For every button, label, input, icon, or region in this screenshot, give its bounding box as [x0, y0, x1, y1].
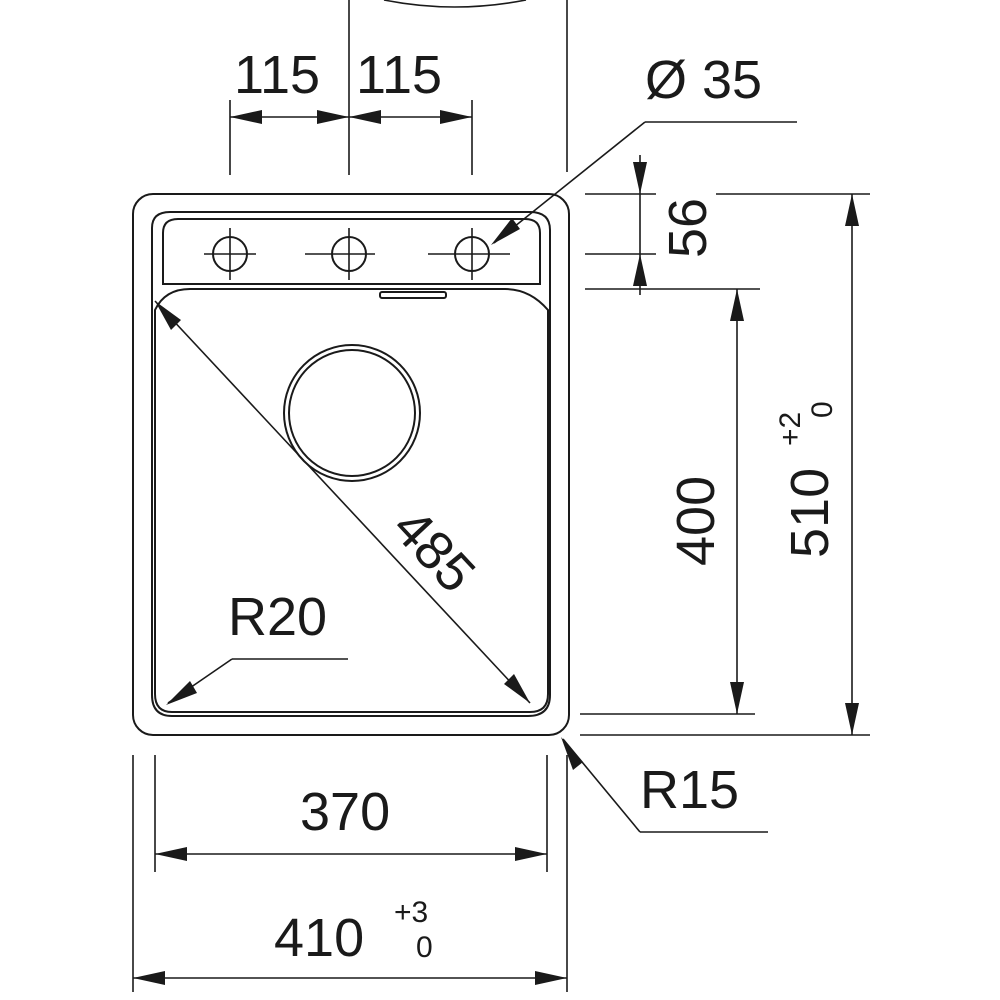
sink-outer-outline: [132, 193, 570, 736]
drain-outer-ring: [283, 344, 421, 482]
sink-rim-inner-outline: [151, 211, 551, 717]
label-overall-depth-tol-upper: +2: [774, 412, 807, 446]
label-overall-depth-tol-lower: 0: [806, 401, 839, 418]
label-bowl-depth: 400: [666, 476, 726, 566]
label-bowl-diagonal: 485: [381, 497, 486, 604]
leader-tap-hole-diameter: [491, 121, 797, 245]
label-tap-hole-diameter: Ø 35: [645, 50, 762, 110]
dimension-overall-depth: [845, 194, 859, 735]
label-overall-width-tol-upper: +3: [394, 896, 428, 929]
dimension-bowl-depth: [730, 289, 744, 714]
tap-hole-right: [428, 228, 510, 280]
tap-deck-outline: [162, 218, 541, 285]
cut-top-mark: [383, 0, 527, 8]
label-overall-width: 410: [274, 908, 364, 968]
label-overall-width-tol-lower: 0: [416, 931, 433, 964]
tap-hole-center: [305, 228, 375, 280]
leader-inner-radius: [166, 658, 348, 705]
overflow-slot: [379, 291, 447, 299]
dimension-bowl-width: [155, 847, 547, 861]
label-tap-spacing-right: 115: [356, 45, 442, 105]
label-bowl-width: 370: [300, 782, 390, 842]
label-deck-depth: 56: [658, 198, 718, 258]
label-tap-spacing-left: 115: [234, 45, 320, 105]
label-overall-depth: 510: [780, 468, 840, 558]
dimension-tap-spacing: [230, 110, 472, 124]
label-outer-radius: R15: [640, 760, 739, 820]
dimension-bowl-diagonal: [154, 300, 531, 704]
label-inner-radius: R20: [228, 587, 327, 647]
bowl-outline: [154, 288, 549, 713]
leader-outer-radius: [561, 737, 768, 833]
tap-hole-left: [204, 228, 256, 280]
dimension-deck-depth: [633, 155, 647, 295]
drain-inner-ring: [288, 349, 416, 477]
dimension-overall-width: [133, 971, 567, 985]
